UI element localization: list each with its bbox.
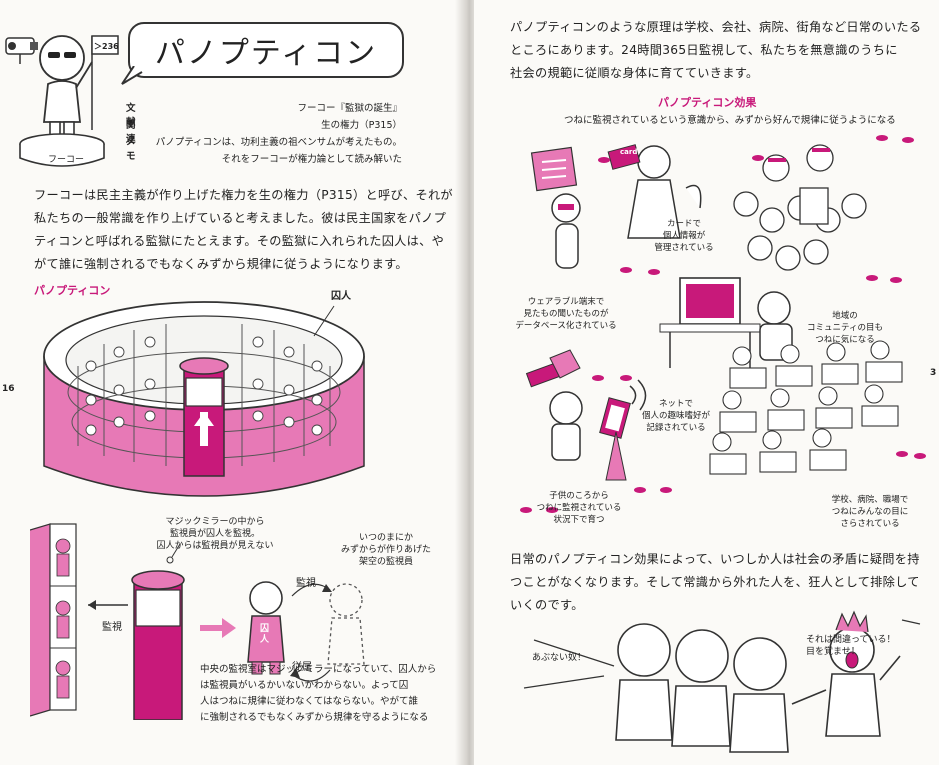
body-line: がて誰に強制されるでもなくみずから規律に従うようになります。	[34, 257, 408, 271]
meta-value: フーコー『監獄の誕生』	[297, 103, 402, 114]
crowd-exclusion-illustration	[523, 610, 921, 753]
caption-line: は監視員がいるかいないかわからない。よって囚	[200, 680, 409, 691]
meta-key: 関 連	[126, 120, 146, 145]
caption-line: に強制されるでもなくみずから規律を守るようになる	[200, 712, 429, 723]
caption-line: つねに監視されている	[536, 503, 622, 513]
caption-line: 見たもの聞いたものが	[523, 309, 609, 319]
speech-line: それは間違っている！	[806, 635, 896, 645]
page-number-right: 3	[930, 368, 937, 378]
body-text: フーコーは民主主義が作り上げた権力を生の権力（P315）と呼び、それが 私たちの…	[34, 184, 454, 276]
caption-line: 子供のころから	[549, 491, 609, 501]
caption-line: 管理されている	[654, 243, 714, 253]
intro-line: 社会の規範に従順な身体に育てていきます。	[510, 66, 759, 80]
left-page: ＞236 フーコー パノプティコン 文 献 フーコー『監獄の誕生』 関 連 生の…	[0, 0, 462, 765]
caption-line: 地域の	[832, 311, 858, 321]
caption-line: カードで	[666, 219, 701, 229]
title-bubble-tail	[121, 66, 143, 85]
closing-line: つことがなくなります。そして常識から外れた人を、狂人として排除して	[510, 575, 920, 589]
panopticon-prison-illustration	[43, 301, 365, 497]
caption-line: 記録されている	[646, 423, 706, 433]
body-line: フーコーは民主主義が作り上げた権力を生の権力（P315）と呼び、それが	[34, 188, 453, 202]
meta-key: メ モ	[126, 137, 146, 162]
pedestal-label: フーコー	[48, 155, 85, 165]
caption-school: 学校、病院、職場で つねにみんなの目に さらされている	[814, 494, 926, 530]
flag-label: ＞236	[94, 42, 119, 51]
caption-line: いつのまにか	[358, 533, 413, 543]
caption-line: 状況下で育つ	[553, 515, 605, 525]
caption-line: 架空の監視員	[358, 557, 413, 567]
caption-line: さらされている	[840, 519, 900, 529]
body-line: 私たちの一般常識を作り上げていると考えました。彼は民主国家をパノプ	[34, 211, 447, 225]
meta-value: 生の権力（P315）	[321, 120, 402, 131]
obey-label: 従属	[292, 662, 312, 673]
meta-references: 文 献 フーコー『監獄の誕生』	[126, 100, 402, 128]
caption-line: 個人の趣味嗜好が	[641, 411, 710, 421]
meta-related: 関 連 生の権力（P315）	[126, 117, 402, 145]
caption-line: 監視員が囚人を監視。	[169, 529, 260, 539]
caption-line: マジックミラーの中から	[165, 517, 265, 527]
right-page: パノプティコンのような原理は学校、会社、病院、街角など日常のいたる ところにあり…	[474, 0, 939, 765]
intro-text: パノプティコンのような原理は学校、会社、病院、街角など日常のいたる ところにあり…	[510, 16, 930, 85]
intro-line: ところにあります。24時間365日監視して、私たちを無意識のうちに	[510, 43, 898, 57]
caption-line: コミュニティの目も	[807, 323, 883, 333]
effect-heading: パノプティコン効果	[658, 96, 757, 109]
panopticon-effect-illustration	[520, 135, 926, 513]
caption-wearable: ウェアラブル端末で 見たもの聞いたものが データベース化されている	[506, 296, 626, 332]
closing-text: 日常のパノプティコン効果によって、いつしか人は社会の矛盾に疑問を持 つことがなく…	[510, 548, 930, 617]
page-title: パノプティコン	[128, 22, 404, 78]
caption-line: みずからが作りあげた	[340, 545, 431, 555]
speech-left: あぶない奴！	[532, 653, 587, 663]
page-number-left: 16	[2, 384, 15, 394]
page-title-text: パノプティコン	[154, 36, 378, 71]
caption-line: 学校、病院、職場で	[831, 495, 909, 505]
prisoner-label: 囚人	[331, 291, 351, 302]
body-line: ティコンと呼ばれる監獄にたとえます。その監獄に入れられた囚人は、や	[34, 234, 445, 248]
meta-key: 文 献	[126, 103, 146, 128]
imaginary-guard-caption: いつのまにか みずからが作りあげた 架空の監視員	[326, 532, 446, 568]
caption-child: 子供のころから つねに監視されている 状況下で育つ	[524, 490, 634, 526]
prisoner-badge: 囚人	[260, 624, 270, 645]
meta-memo: メ モ パノプティコンは、功利主義の祖ベンサムが考えたもの。	[126, 134, 402, 162]
meta-value: それをフーコーが権力論として読み解いた	[221, 154, 402, 165]
caption-line: 中央の監視室はマジックミラーになっていて、囚人から	[200, 664, 437, 675]
closing-line: いくのです。	[510, 598, 584, 612]
meta-key	[126, 151, 148, 165]
card-label: card	[620, 148, 638, 156]
meta-value: パノプティコンは、功利主義の祖ベンサムが考えたもの。	[155, 137, 402, 148]
speech-line: 目を覚ませ！	[806, 647, 860, 657]
caption-line: ネットで	[658, 399, 693, 409]
caption-line: つねにみんなの目に	[831, 507, 909, 517]
watch-label-left: 監視	[102, 622, 122, 633]
mechanism-caption: 中央の監視室はマジックミラーになっていて、囚人から は監視員がいるかいないかわか…	[200, 662, 458, 726]
mirror-caption: マジックミラーの中から 監視員が囚人を監視。 囚人からは監視員が見えない	[140, 516, 290, 552]
effect-subtitle: つねに監視されているという意識から、みずから好んで規律に従うようになる	[564, 115, 896, 126]
caption-line: 個人情報が	[662, 231, 706, 241]
closing-line: 日常のパノプティコン効果によって、いつしか人は社会の矛盾に疑問を持	[510, 552, 920, 566]
section-heading-panopticon: パノプティコン	[34, 284, 111, 297]
intro-line: パノプティコンのような原理は学校、会社、病院、街角など日常のいたる	[510, 20, 922, 34]
caption-community: 地域の コミュニティの目も つねに気になる	[790, 310, 900, 346]
caption-line: データベース化されている	[515, 321, 617, 331]
meta-memo-cont: それをフーコーが権力論として読み解いた	[126, 151, 402, 165]
caption-net: ネットで 個人の趣味嗜好が 記録されている	[626, 398, 726, 434]
caption-line: ウェアラブル端末で	[527, 297, 605, 307]
watch-label-right: 監視	[296, 578, 316, 589]
foucault-statue-illustration	[5, 35, 119, 167]
surveillance-mechanism-illustration	[30, 523, 365, 720]
speech-right: それは間違っている！ 目を覚ませ！	[806, 634, 916, 658]
caption-line: 人はつねに規律に従わなくてはならない。やがて誰	[200, 696, 419, 707]
caption-line: 囚人からは監視員が見えない	[156, 541, 274, 551]
caption-card: カードで 個人情報が 管理されている	[634, 218, 734, 254]
caption-line: つねに気になる	[815, 335, 875, 345]
